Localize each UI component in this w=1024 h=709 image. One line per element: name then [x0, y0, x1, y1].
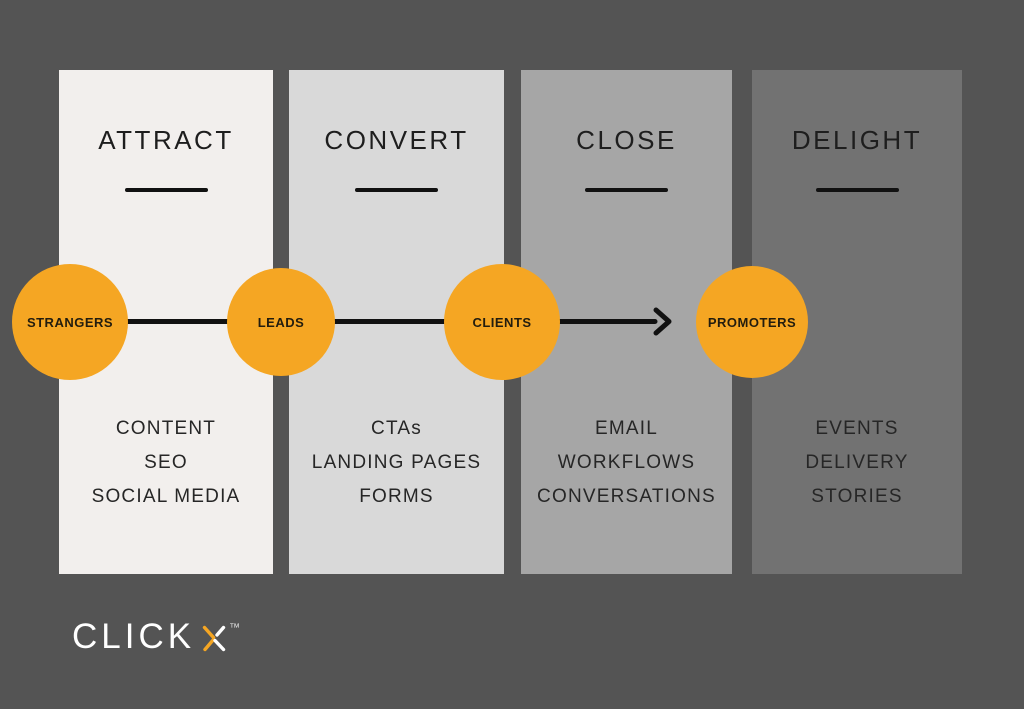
- title-underline: [585, 188, 668, 193]
- audience-circle-leads: LEADS: [227, 268, 335, 376]
- clickx-logo: CLICK ™: [72, 619, 240, 654]
- title-underline: [124, 188, 208, 193]
- stage-item: CONTENT: [115, 418, 217, 439]
- stage-item: EVENTS: [815, 418, 899, 439]
- stage-items-convert: CTAs LANDING PAGES FORMS: [289, 412, 504, 514]
- audience-label: STRANGERS: [26, 314, 114, 330]
- trademark-symbol: ™: [229, 622, 241, 634]
- title-underline: [815, 188, 899, 193]
- stage-item: SEO: [144, 452, 188, 473]
- stage-item: DELIVERY: [805, 452, 909, 473]
- clickx-x-icon: [202, 625, 226, 652]
- audience-circle-promoters: PROMOTERS: [696, 266, 808, 378]
- stage-item: LANDING PAGES: [311, 452, 482, 473]
- stage-items-delight: EVENTS DELIVERY STORIES: [752, 412, 962, 514]
- audience-circle-clients: CLIENTS: [444, 264, 560, 380]
- audience-label: PROMOTERS: [707, 314, 797, 330]
- stage-title-delight: DELIGHT: [791, 125, 923, 155]
- stage-items-close: EMAIL WORKFLOWS CONVERSATIONS: [521, 412, 732, 514]
- stage-items-attract: CONTENT SEO SOCIAL MEDIA: [59, 412, 273, 514]
- stage-item: SOCIAL MEDIA: [91, 486, 241, 507]
- audience-circle-strangers: STRANGERS: [12, 264, 128, 380]
- stage-item: EMAIL: [594, 418, 659, 439]
- stage-item: CTAs: [371, 418, 422, 439]
- stage-title-attract: ATTRACT: [98, 125, 234, 155]
- stage-item: WORKFLOWS: [557, 452, 696, 473]
- audience-label: LEADS: [257, 314, 305, 330]
- stage-item: FORMS: [359, 486, 434, 507]
- logo-wordmark: CLICK: [72, 617, 196, 656]
- stage-title-convert: CONVERT: [324, 125, 469, 155]
- stage-title-close: CLOSE: [576, 125, 677, 155]
- audience-label: CLIENTS: [472, 314, 532, 330]
- stage-item: CONVERSATIONS: [537, 486, 716, 507]
- stage-item: STORIES: [811, 486, 903, 507]
- title-underline: [355, 188, 438, 193]
